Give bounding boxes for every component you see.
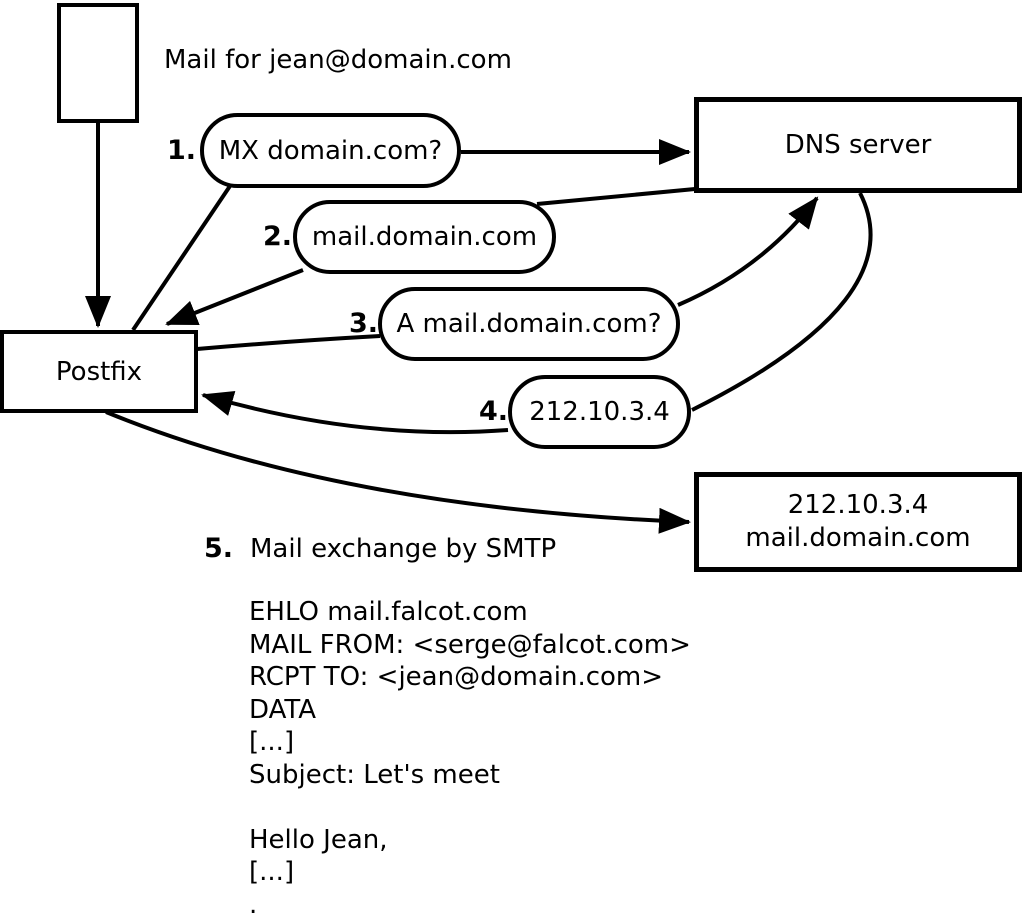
smtp-line: Subject: Let's meet xyxy=(249,759,500,790)
smtp-line: MAIL FROM: <serge@falcot.com> xyxy=(249,629,691,660)
mail-server-ip: 212.10.3.4 xyxy=(787,490,929,520)
smtp-line-blank xyxy=(249,792,691,825)
step-2-pill-mx-reply: mail.domain.com xyxy=(293,200,556,274)
step-4-number: 4. xyxy=(478,396,508,427)
smtp-line-terminator: . xyxy=(249,889,258,919)
smtp-session-transcript: EHLO mail.falcot.com MAIL FROM: <serge@f… xyxy=(249,597,691,919)
mail-for-note: Mail for jean@domain.com xyxy=(164,45,512,75)
line-query-mx-from-postfix xyxy=(131,184,232,332)
arrow-query-a-to-dns xyxy=(677,196,819,307)
step-1-number: 1. xyxy=(166,135,196,166)
smtp-line: [...] xyxy=(249,857,295,887)
step-2-number: 2. xyxy=(262,221,292,252)
step-3-pill-a-query: A mail.domain.com? xyxy=(378,287,680,361)
step-2-label: mail.domain.com xyxy=(311,222,538,252)
step-3-label: A mail.domain.com? xyxy=(396,309,662,339)
step-1-pill-mx-query: MX domain.com? xyxy=(200,113,461,188)
step-1-label: MX domain.com? xyxy=(218,135,443,166)
smtp-line: [...] xyxy=(249,727,295,757)
mail-message-node xyxy=(57,3,139,123)
line-reply-a-from-dns xyxy=(691,192,873,412)
smtp-line: EHLO mail.falcot.com xyxy=(249,597,528,627)
line-reply-mx-from-dns xyxy=(536,187,696,206)
dns-server-node: DNS server xyxy=(694,97,1022,193)
arrow-reply-mx-to-postfix xyxy=(165,268,304,326)
mail-server-node: 212.10.3.4 mail.domain.com xyxy=(694,472,1022,572)
step-5-label: Mail exchange by SMTP xyxy=(250,534,557,564)
mail-server-hostname: mail.domain.com xyxy=(745,523,971,553)
step-5-number: 5. xyxy=(203,533,233,564)
postfix-node: Postfix xyxy=(0,330,198,413)
smtp-line: Hello Jean, xyxy=(249,824,388,855)
smtp-line: RCPT TO: <jean@domain.com> xyxy=(249,662,664,692)
arrow-smtp-to-mailserver xyxy=(105,410,691,534)
smtp-line: DATA xyxy=(249,694,316,725)
step-4-label: 212.10.3.4 xyxy=(529,397,670,427)
arrow-reply-a-to-postfix xyxy=(201,390,509,435)
postfix-label: Postfix xyxy=(55,356,143,387)
dns-server-label: DNS server xyxy=(784,129,932,160)
step-3-number: 3. xyxy=(348,308,378,339)
step-4-pill-a-reply: 212.10.3.4 xyxy=(508,375,691,449)
line-query-a-from-postfix xyxy=(196,334,381,351)
